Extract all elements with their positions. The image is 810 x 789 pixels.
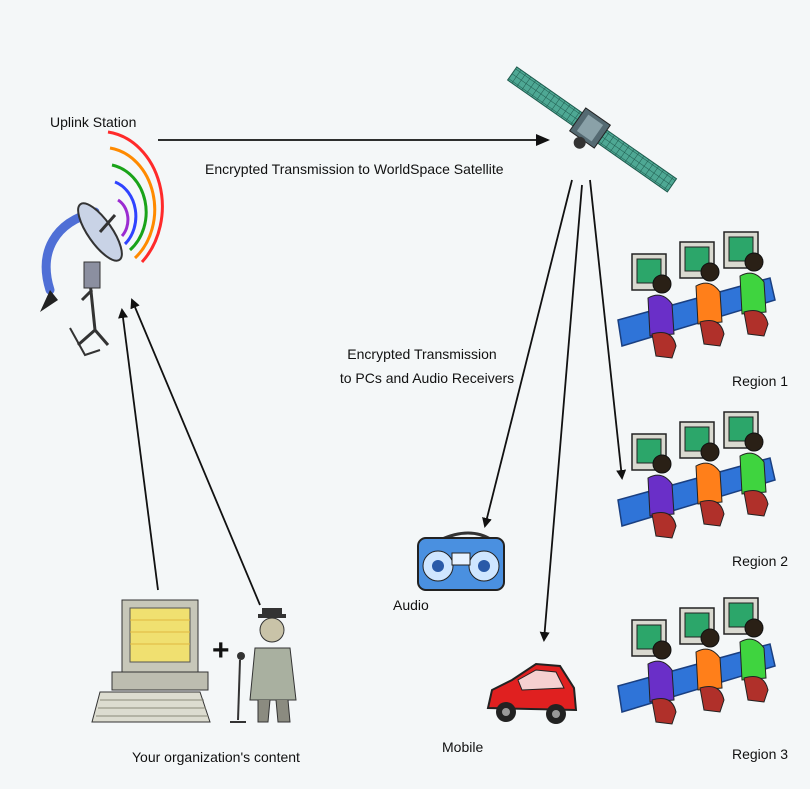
workstation-icon xyxy=(723,231,769,337)
workstation-icon xyxy=(631,433,677,539)
workstation-icon xyxy=(679,421,725,527)
workstation-icon xyxy=(723,597,769,703)
boombox-icon xyxy=(417,531,505,591)
workstation-icon xyxy=(631,619,677,725)
workstation-group-icon xyxy=(617,597,776,725)
uplink-station-label: Uplink Station xyxy=(50,114,137,130)
arrow-person-to-dish xyxy=(130,298,261,606)
region-3-label: Region 3 xyxy=(732,746,789,762)
workstation-icon xyxy=(679,241,725,347)
car-icon xyxy=(486,662,578,724)
mobile-label: Mobile xyxy=(442,739,484,755)
regions xyxy=(617,231,776,725)
content-label: Your organization's content xyxy=(132,749,300,765)
arrow-to-region2 xyxy=(589,179,627,480)
uplink-dish-icon xyxy=(40,202,123,357)
workstation-icon xyxy=(679,607,725,713)
workstation-group-icon xyxy=(617,411,776,539)
arrow-computer-to-dish xyxy=(118,308,159,591)
region-2-label: Region 2 xyxy=(732,553,789,569)
satellite-icon xyxy=(506,66,678,193)
to-pcs-label-line2: to PCs and Audio Receivers xyxy=(339,370,515,386)
arrows xyxy=(118,134,627,642)
arrow-to-mobile xyxy=(539,184,583,642)
workstation-icon xyxy=(631,253,677,359)
signal-waves-icon xyxy=(107,130,164,264)
to-pcs-label-line1: Encrypted Transmission xyxy=(347,346,497,362)
speaker-person-icon xyxy=(230,608,297,723)
workstation-icon xyxy=(723,411,769,517)
to-satellite-label: Encrypted Transmission to WorldSpace Sat… xyxy=(205,161,504,177)
workstation-group-icon xyxy=(617,231,776,359)
region-1-label: Region 1 xyxy=(732,373,789,389)
arrow-to-audio xyxy=(482,179,573,528)
computer-icon xyxy=(91,599,211,723)
plus-sign: + xyxy=(212,634,230,667)
audio-label: Audio xyxy=(393,597,429,613)
